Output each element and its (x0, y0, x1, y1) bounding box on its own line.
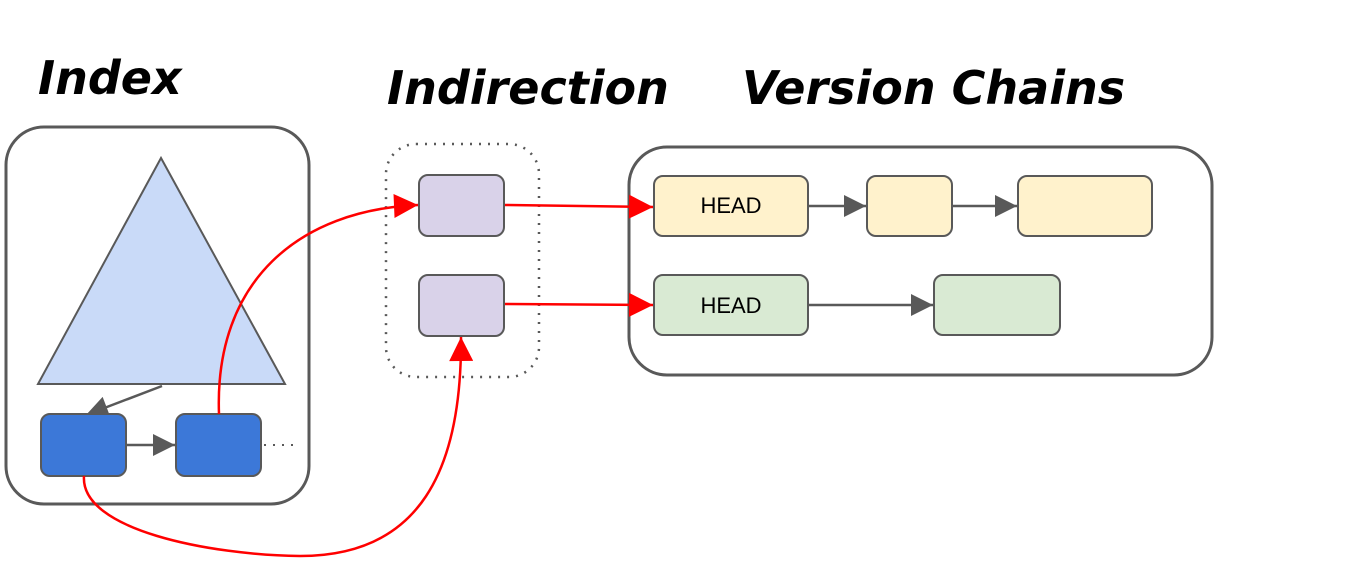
version-chains-container (627, 145, 1214, 377)
index-leaf-node (40, 413, 127, 477)
index-title: Index (38, 51, 183, 105)
indirection-to-chain-2-arrow (504, 292, 654, 317)
chain-1-version-node (866, 175, 953, 237)
indirection-container (384, 142, 541, 379)
chain-1-version-node (1017, 175, 1153, 237)
chain-2-head-label: HEAD (700, 293, 761, 318)
indirection-slot (418, 274, 505, 337)
chain-1-head-node (653, 175, 809, 237)
leaf-1-to-indirection-arrow (82, 336, 474, 558)
tree-to-leaf-arrow (85, 384, 163, 418)
chain-2-version-node (933, 274, 1061, 336)
version-chains-title: Version Chains (742, 61, 1125, 115)
indirection-title: Indirection (387, 61, 669, 115)
index-leaf-node (175, 413, 262, 477)
chain-1-head-label: HEAD (700, 193, 761, 218)
indirection-slot (418, 174, 505, 237)
indirection-to-chain-1-arrow (504, 194, 654, 219)
index-container (4, 125, 311, 506)
chain-2-head-node (653, 274, 809, 336)
leaf-2-to-indirection-arrow (217, 194, 419, 415)
index-tree-triangle (36, 155, 287, 385)
